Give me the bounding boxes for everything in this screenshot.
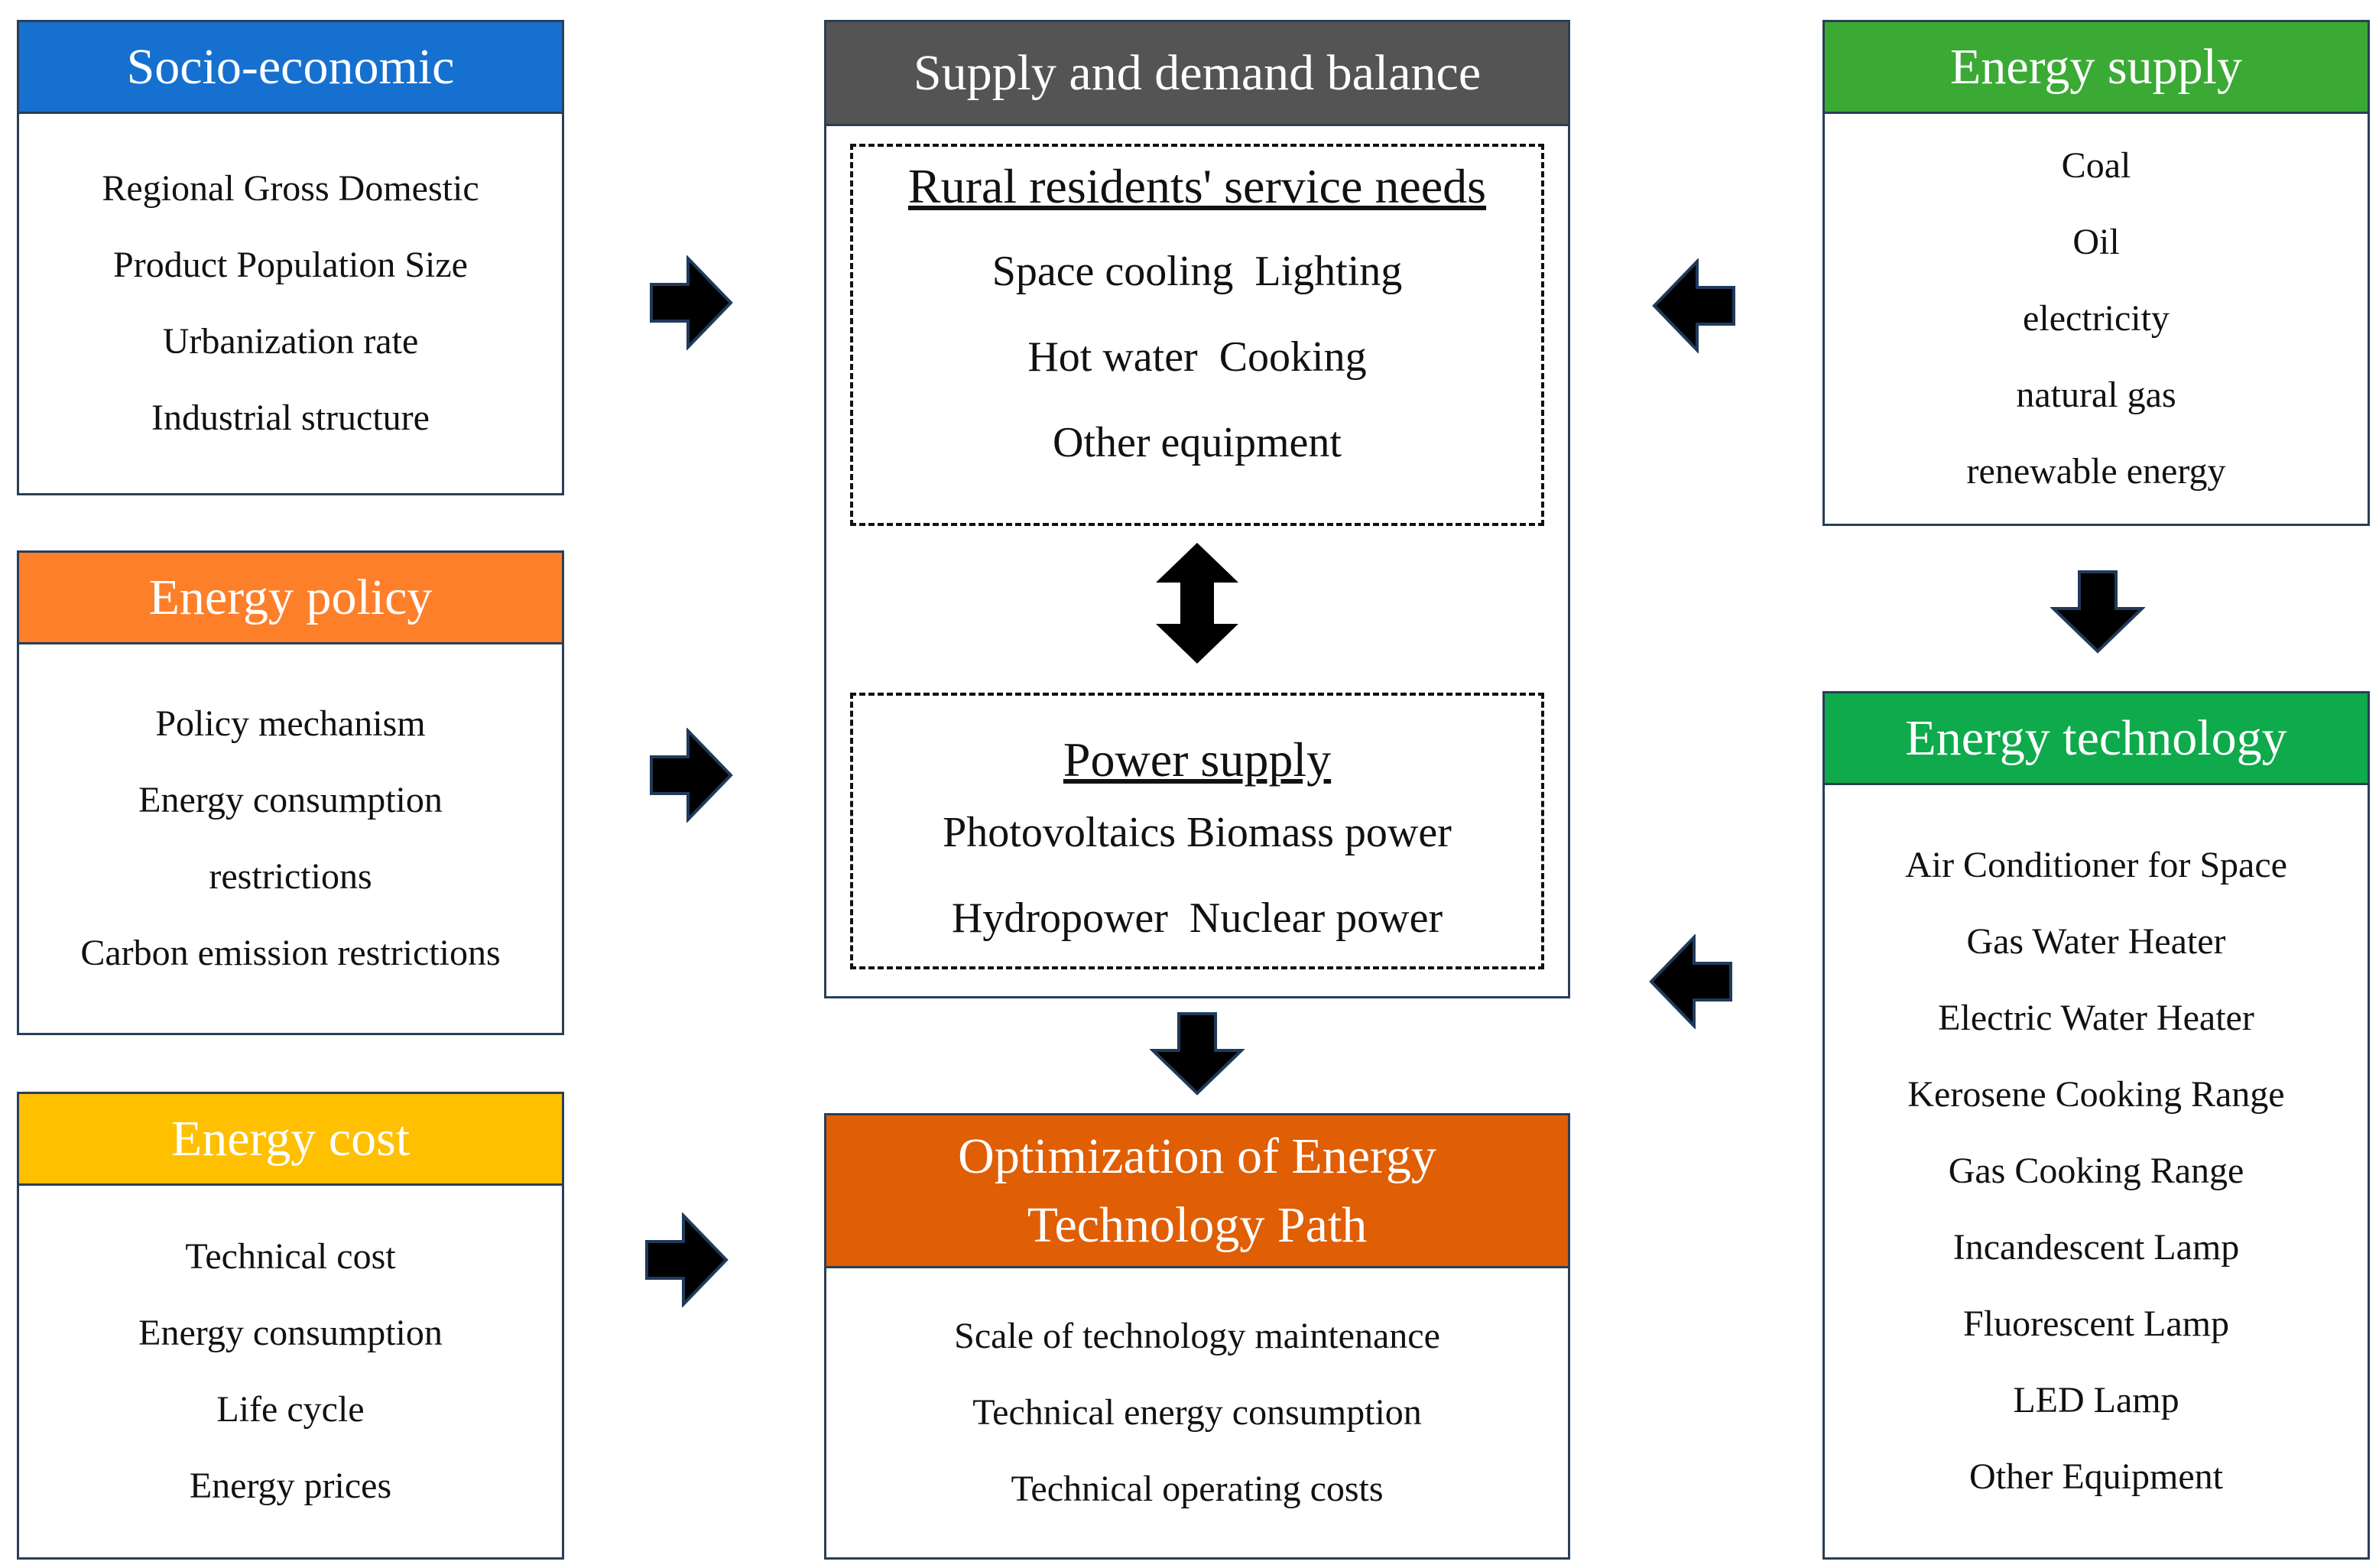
list-item: Air Conditioner for Space [1905, 845, 2287, 885]
list-item: Coal [2061, 145, 2131, 186]
left-arrow-icon [1649, 934, 1732, 1029]
socio-economic-header: Socio-economic [19, 22, 562, 114]
optimization-items: Scale of technology maintenance Technica… [826, 1268, 1568, 1557]
list-item: Gas Cooking Range [1948, 1151, 2244, 1191]
list-item: natural gas [2016, 375, 2176, 415]
list-item: restrictions [209, 856, 372, 897]
list-item: Kerosene Cooking Range [1907, 1074, 2285, 1115]
energy-cost-items: Technical cost Energy consumption Life c… [19, 1186, 562, 1557]
right-arrow-icon [650, 255, 733, 350]
energy-supply-header: Energy supply [1825, 22, 2368, 114]
double-arrow-icon [1156, 543, 1238, 664]
energy-cost-box: Energy cost Technical cost Energy consum… [17, 1092, 564, 1560]
list-item: Other Equipment [1969, 1456, 2223, 1497]
list-item: renewable energy [1966, 451, 2226, 492]
supply-demand-header: Supply and demand balance [826, 22, 1568, 126]
energy-policy-items: Policy mechanism Energy consumption rest… [19, 644, 562, 1033]
list-item: Energy consumption [138, 1313, 443, 1353]
list-item: Incandescent Lamp [1952, 1227, 2240, 1268]
energy-technology-box: Energy technology Air Conditioner for Sp… [1822, 691, 2370, 1560]
optimization-title-line1: Optimization of Energy [958, 1128, 1436, 1184]
left-arrow-icon [1652, 258, 1735, 353]
list-item: Energy consumption [138, 780, 443, 820]
energy-technology-items: Air Conditioner for Space Gas Water Heat… [1825, 785, 2368, 1557]
energy-supply-box: Energy supply Coal Oil electricity natur… [1822, 20, 2370, 526]
energy-policy-box: Energy policy Policy mechanism Energy co… [17, 550, 564, 1035]
energy-technology-header: Energy technology [1825, 693, 2368, 785]
supply-demand-title: Supply and demand balance [913, 44, 1482, 101]
right-arrow-icon [645, 1213, 729, 1307]
list-item: Policy mechanism [155, 703, 426, 744]
list-item: Carbon emission restrictions [80, 933, 501, 973]
service-needs-row: Space cooling Lighting [992, 247, 1403, 295]
power-supply-title: Power supply [1063, 732, 1332, 787]
right-arrow-icon [650, 728, 733, 823]
energy-supply-items: Coal Oil electricity natural gas renewab… [1825, 114, 2368, 524]
list-item: Regional Gross Domestic [102, 168, 479, 209]
list-item: Industrial structure [151, 398, 430, 438]
socio-economic-items: Regional Gross Domestic Product Populati… [19, 114, 562, 493]
list-item: Product Population Size [113, 245, 468, 285]
list-item: Gas Water Heater [1966, 921, 2226, 962]
service-needs-row: Other equipment [1053, 418, 1342, 466]
socio-economic-box: Socio-economic Regional Gross Domestic P… [17, 20, 564, 495]
energy-technology-title: Energy technology [1905, 709, 2287, 766]
energy-policy-title: Energy policy [148, 569, 433, 625]
down-arrow-icon [1150, 1012, 1245, 1096]
socio-economic-title: Socio-economic [126, 38, 455, 95]
list-item: Technical energy consumption [972, 1392, 1422, 1433]
list-item: Oil [2072, 222, 2120, 262]
energy-supply-title: Energy supply [1950, 38, 2242, 95]
list-item: Electric Water Heater [1938, 998, 2254, 1038]
energy-cost-title: Energy cost [170, 1110, 411, 1167]
supply-demand-box: Supply and demand balance [824, 20, 1570, 998]
list-item: Urbanization rate [162, 321, 419, 362]
list-item: Technical cost [185, 1236, 396, 1277]
energy-policy-header: Energy policy [19, 553, 562, 644]
power-supply-group: Power supply Photovoltaics Biomass power… [850, 693, 1544, 969]
power-supply-row: Photovoltaics Biomass power [943, 808, 1452, 856]
service-needs-title: Rural residents' service needs [907, 159, 1487, 213]
service-needs-group: Rural residents' service needs Space coo… [850, 144, 1544, 526]
list-item: Fluorescent Lamp [1963, 1303, 2229, 1344]
energy-cost-header: Energy cost [19, 1094, 562, 1186]
down-arrow-icon [2050, 570, 2145, 654]
list-item: Scale of technology maintenance [954, 1316, 1440, 1356]
list-item: LED Lamp [2013, 1380, 2179, 1420]
optimization-title-line2: Technology Path [1027, 1196, 1368, 1253]
list-item: Life cycle [216, 1389, 365, 1430]
list-item: Energy prices [189, 1466, 392, 1506]
list-item: Technical operating costs [1011, 1469, 1384, 1509]
service-needs-row: Hot water Cooking [1027, 333, 1367, 381]
list-item: electricity [2023, 298, 2170, 339]
optimization-header: Optimization of Energy Technology Path [826, 1115, 1568, 1268]
power-supply-row: Hydropower Nuclear power [951, 894, 1443, 942]
optimization-box: Optimization of Energy Technology Path S… [824, 1113, 1570, 1560]
